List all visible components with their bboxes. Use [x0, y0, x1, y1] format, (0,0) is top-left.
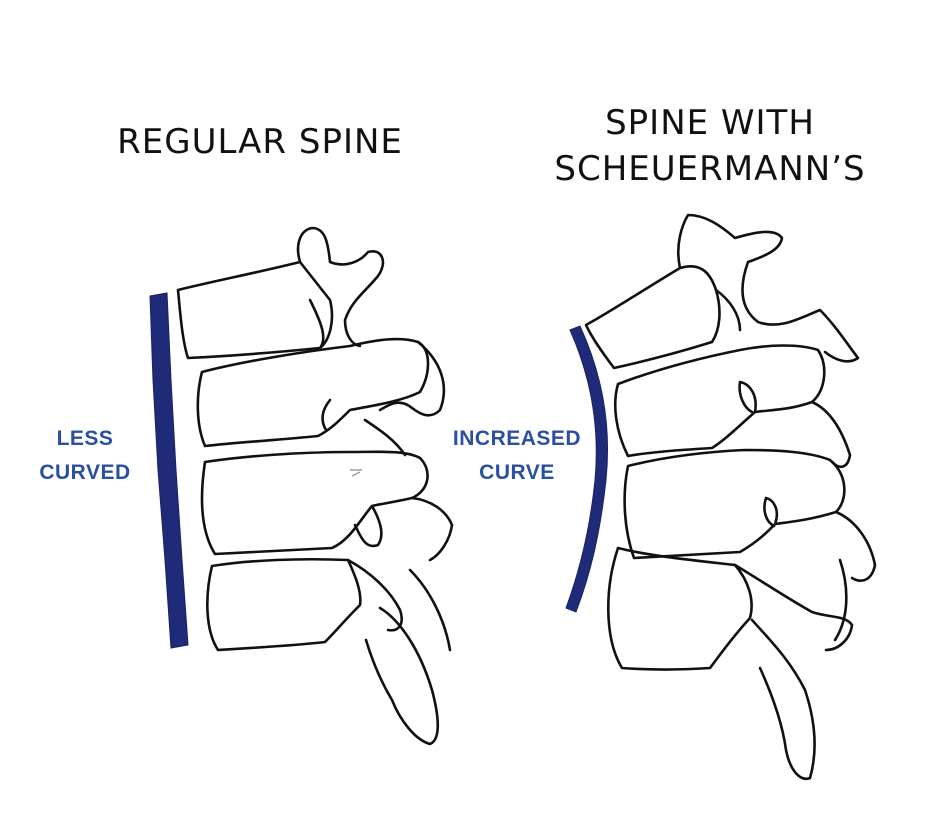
- title-regular-spine: REGULAR SPINE: [117, 122, 403, 162]
- label-increased-curve-line2: CURVE: [479, 461, 555, 484]
- scheuermann-vertebra-3: [623, 448, 846, 560]
- scheuermann-vertebra-1: [584, 265, 721, 370]
- scheuermann-process-1: [676, 213, 860, 363]
- label-less-curved-line1: LESS: [56, 427, 114, 450]
- regular-vertebra-3: [200, 450, 429, 556]
- regular-process-1: [296, 226, 385, 348]
- title-scheuermann-line2: SCHEUERMANN’S: [554, 149, 866, 189]
- scheuermann-vertebra-2: [613, 344, 826, 458]
- regular-spinous-process: [364, 606, 440, 746]
- scheuermann-spinous-process: [750, 618, 816, 781]
- curve-bar-scheuermann: [565, 325, 609, 613]
- regular-vertebra-4: [206, 557, 362, 652]
- label-increased-curve: INCREASED CURVE: [432, 422, 602, 490]
- scheuermann-spine-drawing: [584, 213, 877, 781]
- label-less-curved: LESS CURVED: [20, 422, 150, 490]
- regular-spine-drawing: [176, 226, 454, 746]
- label-less-curved-line2: CURVED: [39, 461, 131, 484]
- regular-vertebra-1: [176, 260, 334, 360]
- regular-vertebra-2: [196, 337, 430, 448]
- curve-bar-regular: [149, 292, 189, 649]
- title-scheuermann-spine: SPINE WITH SCHEUERMANN’S: [540, 100, 880, 192]
- scheuermann-vertebra-4: [607, 546, 753, 671]
- label-increased-curve-line1: INCREASED: [452, 427, 582, 450]
- title-scheuermann-line1: SPINE WITH: [605, 103, 815, 143]
